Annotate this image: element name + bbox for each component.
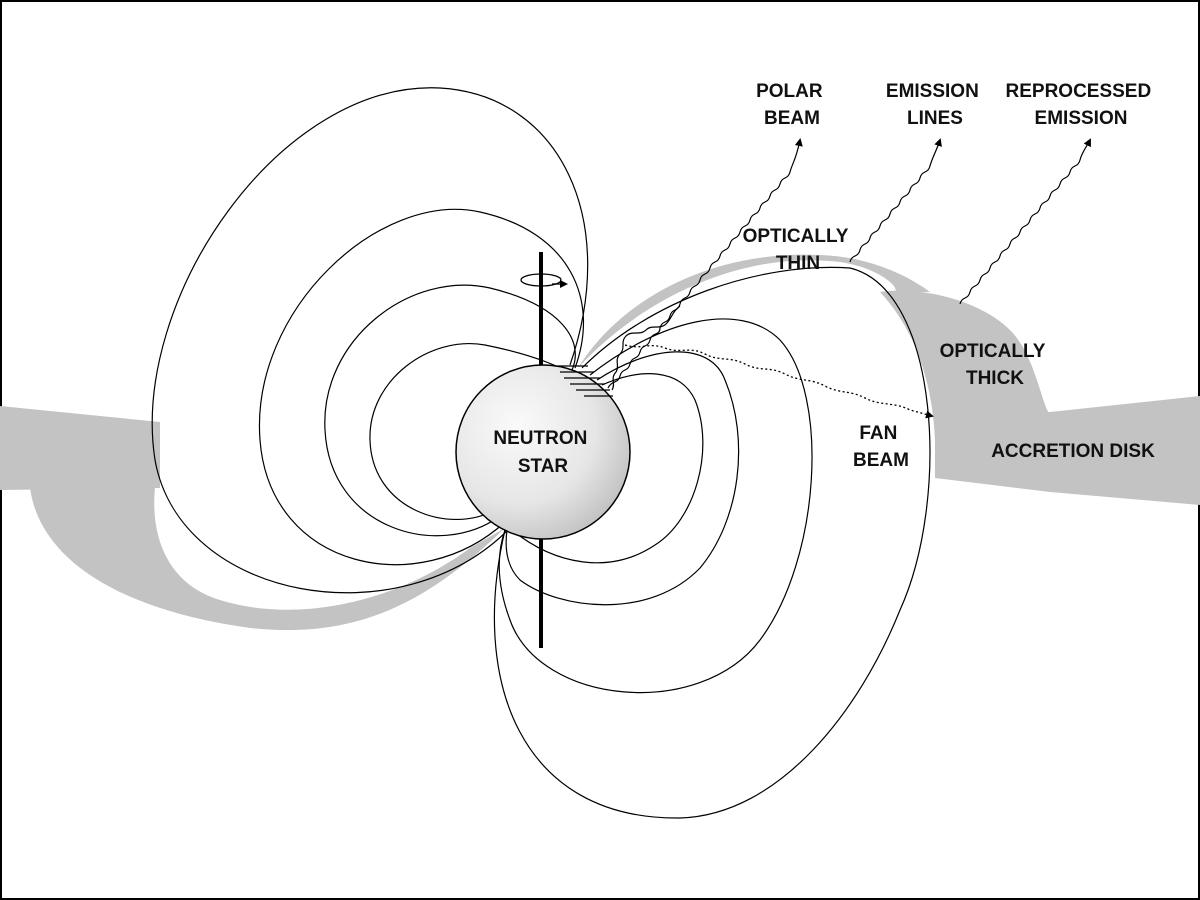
- field-line-left-2: [258, 208, 584, 566]
- accretion-disk: [0, 254, 1200, 631]
- labels: NEUTRON STAR POLAR BEAM EMISSION LINES R…: [493, 81, 1157, 477]
- magnetic-field-lines: [151, 87, 931, 819]
- polar-cap-hatching: [556, 365, 613, 397]
- field-line-left-inner: [369, 343, 569, 521]
- field-line-right-2: [498, 318, 813, 693]
- emission-lines-label: EMISSION LINES: [886, 81, 984, 129]
- field-line-left-3: [324, 284, 576, 537]
- fan-beam-label: FAN BEAM: [853, 423, 909, 471]
- accretion-stream-ray: [611, 305, 681, 391]
- emission-rays: [607, 138, 1091, 419]
- neutron-star-sphere: [455, 364, 631, 540]
- optically-thick-label: OPTICALLY THICK: [940, 341, 1051, 389]
- field-line-left-outer: [151, 87, 589, 594]
- accretion-disk-label: ACCRETION DISK: [991, 441, 1155, 462]
- reprocessed-emission-ray: [959, 138, 1091, 305]
- polar-beam-ray: [607, 138, 803, 389]
- field-line-right-outer: [493, 266, 931, 819]
- field-line-right-inner: [511, 373, 704, 564]
- neutron-star-label: NEUTRON STAR: [493, 428, 592, 477]
- field-line-right-3: [505, 351, 740, 606]
- reprocessed-emission-label: REPROCESSED EMISSION: [1006, 81, 1157, 129]
- emission-lines-ray: [849, 138, 942, 263]
- polar-beam-label: POLAR BEAM: [756, 81, 828, 129]
- optically-thin-label: OPTICALLY THIN: [743, 226, 854, 274]
